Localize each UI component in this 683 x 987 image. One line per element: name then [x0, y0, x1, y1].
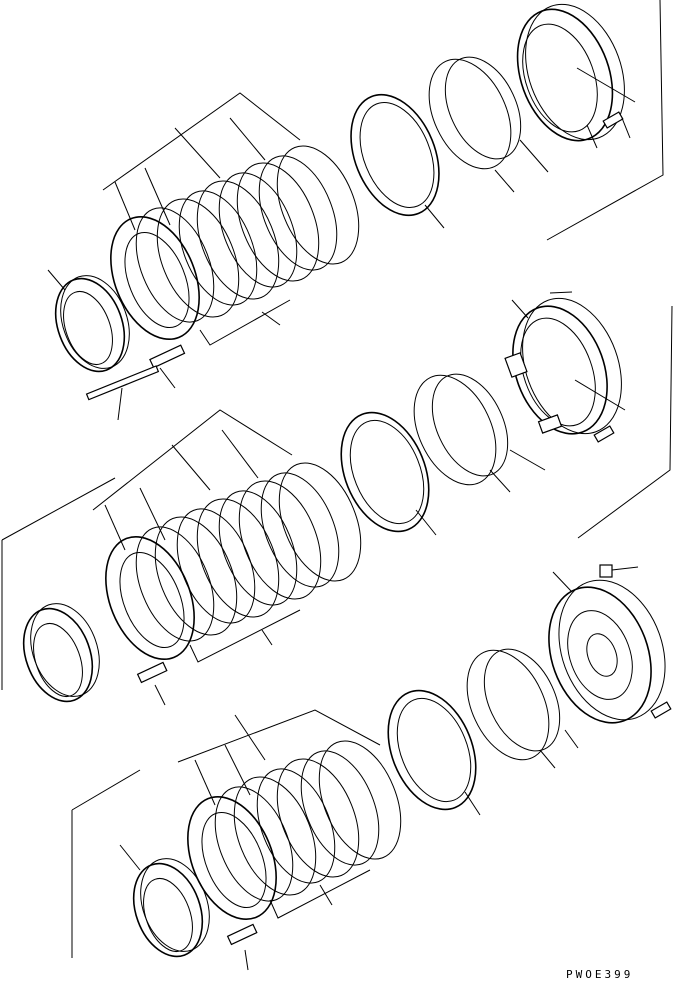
upper-plates-bracket: [102, 92, 301, 191]
upper-o-ring-1: [428, 58, 512, 170]
upper-dowel-pin: [602, 111, 624, 129]
upper-ring-gear: [47, 269, 130, 373]
middle-spring: [136, 661, 168, 684]
lower-dowel-pin: [650, 701, 672, 719]
upper-pin: [85, 365, 160, 401]
upper-spring-bracket: [199, 299, 291, 346]
middle-plates-bracket: [92, 409, 293, 511]
lower-housing: [548, 564, 672, 724]
lower-o-ring-2: [483, 648, 561, 752]
lower-ring-gear: [119, 844, 210, 958]
middle-dowel-pin: [593, 425, 615, 443]
lower-plates-bracket: [177, 709, 381, 763]
middle-spring-bracket: [189, 609, 301, 663]
upper-spring: [149, 344, 186, 369]
upper-piston-plate: [350, 93, 445, 229]
middle-plate-stack: [105, 462, 362, 661]
lower-piston-plate: [387, 689, 481, 816]
upper-o-ring-2: [444, 56, 522, 160]
middle-assembly: [1, 291, 673, 706]
lower-spring-bracket: [269, 869, 371, 919]
lower-assembly: [71, 564, 672, 971]
lower-frame-left: [71, 769, 141, 811]
middle-housing: [504, 291, 626, 443]
lower-spring: [226, 923, 258, 946]
lower-plate-stack: [187, 740, 402, 921]
middle-o-ring-1: [413, 374, 497, 486]
middle-o-ring-2: [431, 373, 509, 477]
middle-ring-gear: [22, 603, 100, 703]
middle-frame-left: [1, 477, 116, 541]
middle-frame-line: [577, 305, 673, 539]
middle-piston-plate: [340, 411, 437, 536]
lower-o-ring-1: [466, 649, 550, 761]
upper-frame-line: [546, 0, 664, 241]
upper-plate-stack: [110, 145, 360, 341]
drawing-code: PWOE399: [566, 968, 634, 981]
upper-housing: [516, 3, 636, 149]
upper-assembly: [47, 0, 664, 421]
lower-plug: [599, 564, 613, 578]
